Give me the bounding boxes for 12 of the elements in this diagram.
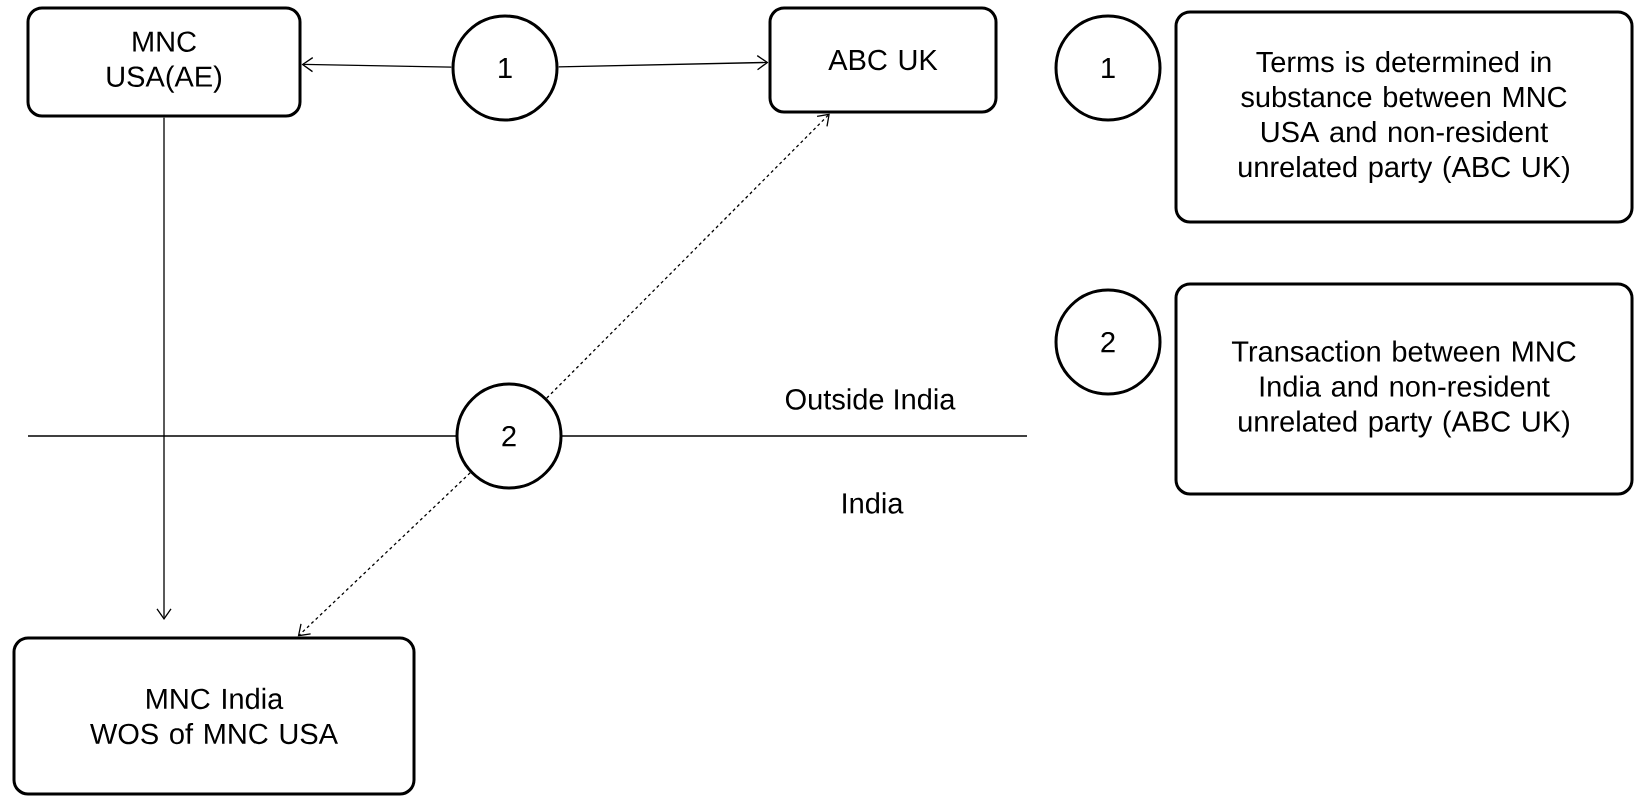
- arrow: [297, 472, 471, 637]
- arrow: [301, 56, 453, 73]
- rounded-box: Terms is determined in substance between MNC USA and non-resident unrelated party (ABC UK): [1174, 10, 1634, 224]
- rounded-box: MNC USA(AE): [26, 6, 302, 118]
- region-label: India: [843, 492, 904, 514]
- rounded-box: ABC UK: [768, 6, 998, 114]
- arrow: [156, 116, 172, 620]
- arrow: [546, 113, 830, 399]
- arrow: [557, 55, 769, 71]
- rounded-box: Transaction between MNC India and non-resident unrelated party (ABC UK): [1174, 282, 1634, 496]
- rounded-box: MNC India WOS of MNC USA: [12, 636, 416, 796]
- region-label: Outside India: [785, 388, 956, 410]
